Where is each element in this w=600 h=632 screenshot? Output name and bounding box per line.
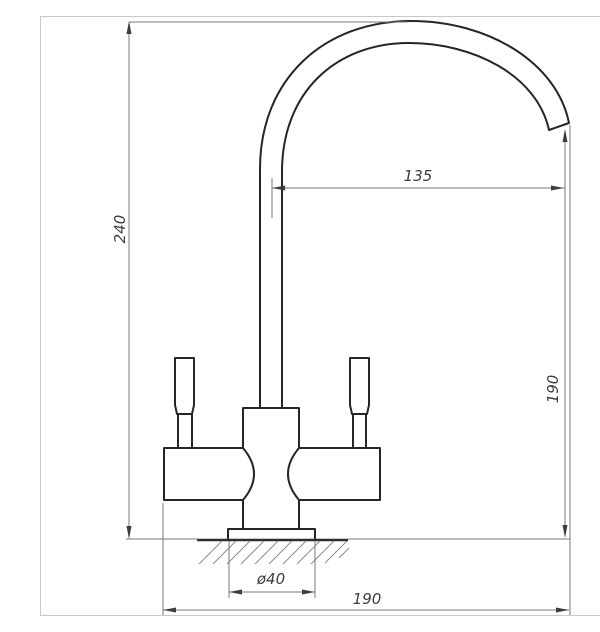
technical-drawing-canvas: 240 135 190 190 xyxy=(111,20,571,615)
arrow-down-icon xyxy=(562,525,568,538)
dim-base-diameter: ø40 xyxy=(228,541,316,598)
waist-arc-left xyxy=(242,447,255,501)
column-lower xyxy=(242,499,300,530)
dim-overall-depth-label: 190 xyxy=(353,590,382,608)
arrow-right-icon xyxy=(556,607,569,613)
arrow-right-icon xyxy=(302,589,315,595)
dim-spout-outlet-height: 190 xyxy=(348,125,571,615)
dim-spout-reach: 135 xyxy=(271,167,565,218)
body-left xyxy=(163,447,244,501)
faucet-outline xyxy=(163,20,570,541)
body-right xyxy=(298,447,381,501)
dim-overall-depth: 190 xyxy=(162,503,569,615)
handle-left-grip xyxy=(174,357,195,415)
base-flange xyxy=(227,528,316,541)
dim-spout-reach-label: 135 xyxy=(404,167,433,185)
mounting-surface xyxy=(197,538,350,565)
waist-arc-right xyxy=(287,447,300,501)
spout-curve xyxy=(259,20,570,409)
arrow-left-icon xyxy=(272,185,285,191)
arrow-up-icon xyxy=(126,21,132,34)
arrow-down-icon xyxy=(126,526,132,539)
arrow-left-icon xyxy=(163,607,176,613)
dim-spout-outlet-height-label: 190 xyxy=(544,375,562,404)
handle-right-stem xyxy=(352,413,367,449)
arrow-left-icon xyxy=(229,589,242,595)
surface-hatching xyxy=(198,540,350,565)
dim-overall-height-label: 240 xyxy=(111,215,129,244)
technical-drawing-sheet: 240 135 190 190 xyxy=(40,16,600,616)
handle-left-stem xyxy=(177,413,193,449)
arrow-right-icon xyxy=(551,185,564,191)
column-upper xyxy=(242,407,300,449)
arrow-up-icon xyxy=(562,129,568,142)
dim-base-diameter-label: ø40 xyxy=(256,570,285,588)
handle-right-grip xyxy=(349,357,370,415)
dim-overall-height: 240 xyxy=(111,21,408,540)
